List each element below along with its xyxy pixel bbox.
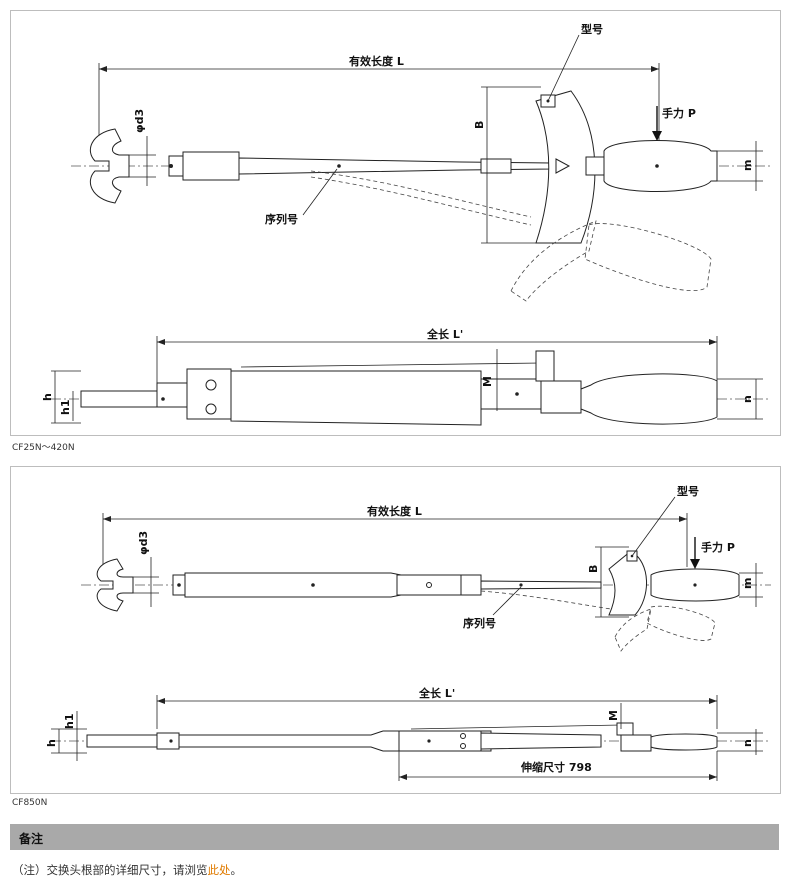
details-link[interactable]: 此处	[207, 863, 231, 877]
m-upper-dim-label: M	[481, 376, 494, 387]
hand-force-label: 手力 P	[662, 106, 696, 120]
wrench-diagram-1: 有效长度 L φd3 B	[41, 22, 771, 426]
total-length-label: 全长 L'	[426, 327, 463, 341]
b-dim-label: B	[473, 121, 486, 129]
effective-length-label: 有效长度 L	[349, 54, 404, 68]
b-dim-label-2: B	[587, 565, 600, 573]
wrench-diagram-2: 有效长度 L φd3 B 手力 P	[45, 484, 771, 781]
notes-heading: 备注	[19, 832, 44, 846]
phi-d3-label: φd3	[133, 109, 146, 133]
model-label-2: 型号	[677, 484, 699, 498]
total-length-label-2: 全长 L'	[418, 686, 455, 700]
diagram-panel-cf850n: 有效长度 L φd3 B 手力 P	[10, 466, 781, 794]
m-dim-label: m	[741, 160, 754, 171]
h-dim-label: h	[41, 393, 54, 401]
effective-length-label-2: 有效长度 L	[367, 504, 422, 518]
h1-dim-label: h1	[59, 400, 72, 416]
h1-dim-label-2: h1	[63, 714, 76, 730]
extend-size-label: 伸缩尺寸 798	[520, 760, 592, 774]
m-upper-dim-label-2: M	[607, 710, 620, 721]
footnote-text: （注）交换头根部的详细尺寸，请浏览	[12, 863, 208, 877]
footnote: （注）交换头根部的详细尺寸，请浏览此处。	[12, 862, 242, 878]
n-dim-label: n	[741, 395, 754, 403]
hand-force-label-2: 手力 P	[701, 540, 735, 554]
footnote-end: 。	[230, 863, 243, 877]
h-dim-label-2: h	[45, 739, 58, 747]
notes-header-bar: 备注	[10, 824, 779, 850]
phi-d3-label-2: φd3	[137, 531, 150, 555]
model-label: 型号	[581, 22, 603, 36]
serial-label: 序列号	[265, 212, 298, 226]
diagram-panel-cf25n-420n: 有效长度 L φd3 B	[10, 10, 781, 436]
n-dim-label-2: n	[741, 739, 754, 747]
m-dim-label-2: m	[741, 578, 754, 589]
caption-cf25n-420n: CF25N～420N	[12, 443, 75, 453]
serial-label-2: 序列号	[463, 616, 496, 630]
caption-cf850n: CF850N	[12, 798, 48, 808]
